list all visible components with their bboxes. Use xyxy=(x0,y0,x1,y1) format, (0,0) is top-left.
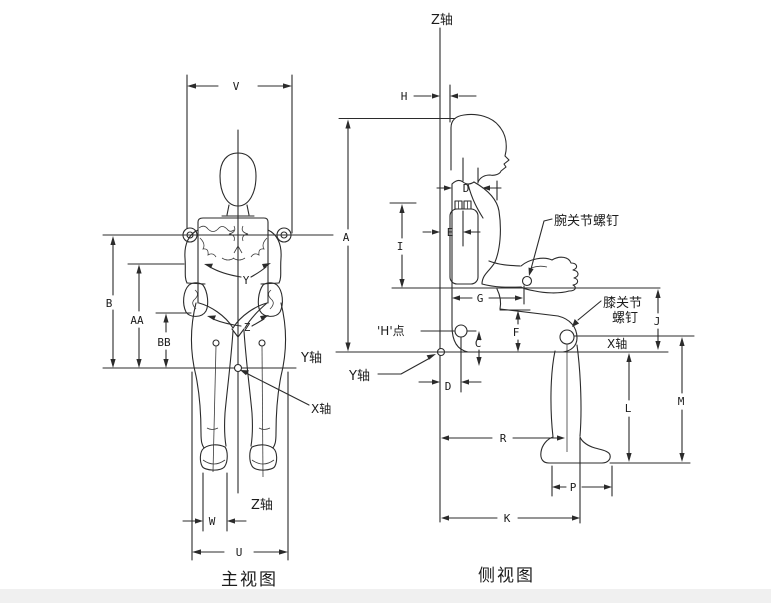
dim-label-v: V xyxy=(233,80,240,93)
front-dim-U: U xyxy=(191,371,289,561)
side-dim-F: F xyxy=(499,309,531,352)
side-dim-A: A xyxy=(338,117,456,352)
knee-screw-point xyxy=(559,329,575,345)
dim-label-e: E xyxy=(447,226,454,239)
dim-label-f: F xyxy=(513,326,520,339)
front-hands xyxy=(183,282,283,317)
front-x-axis-callout: X轴 xyxy=(240,370,331,416)
side-dim-K: K xyxy=(441,437,581,525)
side-dim-M: M xyxy=(678,337,685,462)
front-z-axis-label: Z轴 xyxy=(251,498,273,513)
front-dim-AA: AA xyxy=(130,264,144,368)
side-foot xyxy=(540,436,691,464)
dim-label-h: H xyxy=(401,90,408,103)
wrist-screw-point xyxy=(521,275,533,287)
front-dim-Y: Y xyxy=(204,263,271,287)
front-legs xyxy=(190,302,287,478)
side-dim-G: G xyxy=(452,285,525,305)
dim-label-a: A xyxy=(343,231,350,244)
knee-screw-label-line1: 膝关节 xyxy=(603,296,642,311)
dim-label-aa: AA xyxy=(130,314,144,327)
front-view-caption: 主视图 xyxy=(221,570,278,590)
front-feet xyxy=(199,444,278,471)
dim-label-d-lower: D xyxy=(445,380,452,393)
front-head xyxy=(219,152,257,207)
side-dim-J: J xyxy=(654,289,661,350)
side-x-axis-label: X轴 xyxy=(607,336,627,351)
side-dim-C: C xyxy=(475,331,482,366)
front-dim-BB: BB xyxy=(157,313,171,368)
wrist-screw-label: 腕关节螺钉 xyxy=(554,213,619,229)
dim-label-u: U xyxy=(236,546,243,559)
h-point xyxy=(454,324,468,338)
side-dim-I: I xyxy=(389,202,417,288)
side-dim-E: E xyxy=(422,210,481,247)
front-torso-jacket xyxy=(197,217,269,304)
side-dim-D-upper: D xyxy=(436,180,502,201)
knee-screw-label-line2: 螺钉 xyxy=(612,311,638,326)
front-neck xyxy=(221,204,255,217)
scan-footer-strip xyxy=(0,589,771,603)
side-view: Z轴 H A xyxy=(335,13,695,586)
dim-label-w: W xyxy=(209,515,216,528)
side-dim-H: H xyxy=(401,90,477,103)
side-dim-D-lower: D xyxy=(418,379,482,393)
dim-label-g: G xyxy=(477,292,484,305)
side-arm xyxy=(467,183,522,288)
dim-label-i: I xyxy=(397,240,404,253)
side-thigh-knee xyxy=(499,308,578,353)
front-dim-V: V xyxy=(186,74,293,234)
side-dim-L: L xyxy=(625,353,632,462)
wrist-screw-callout: 腕关节螺钉 xyxy=(521,213,619,287)
dim-label-r: R xyxy=(500,432,507,445)
side-torso xyxy=(449,179,502,353)
dim-label-l: L xyxy=(625,402,632,415)
h-point-label: 'H'点 xyxy=(377,324,405,338)
dim-label-k: K xyxy=(504,512,511,525)
front-view: V xyxy=(102,74,334,590)
side-z-axis-label: Z轴 xyxy=(431,13,453,28)
dim-label-d-upper: D xyxy=(463,182,470,195)
side-y-axis-label: Y轴 xyxy=(348,369,370,384)
dim-label-c: C xyxy=(475,337,482,350)
side-dim-R: R xyxy=(441,432,565,445)
front-dim-B: B xyxy=(106,236,116,368)
side-hand xyxy=(520,256,579,294)
dim-label-j: J xyxy=(654,315,661,328)
knee-screw-callout: 膝关节 螺钉 xyxy=(572,296,642,327)
side-lower-leg xyxy=(550,344,582,452)
dim-label-bb: BB xyxy=(157,336,171,349)
dim-label-b: B xyxy=(106,297,113,310)
front-y-axis-label: Y轴 xyxy=(300,351,322,366)
side-y-axis-callout: Y轴 xyxy=(348,354,436,384)
dim-label-m: M xyxy=(678,395,685,408)
front-dim-Z: Z xyxy=(207,315,269,334)
side-head xyxy=(450,113,510,184)
front-origin-point xyxy=(233,363,243,373)
dim-label-y: Y xyxy=(243,274,250,287)
side-view-caption: 侧视图 xyxy=(478,566,535,586)
front-x-axis-label: X轴 xyxy=(311,401,331,416)
front-dim-W: W xyxy=(182,472,247,532)
h-point-callout: 'H'点 xyxy=(377,324,477,393)
side-dim-P: P xyxy=(551,465,613,497)
dim-label-z: Z xyxy=(244,321,251,334)
dim-label-p: P xyxy=(570,481,577,494)
